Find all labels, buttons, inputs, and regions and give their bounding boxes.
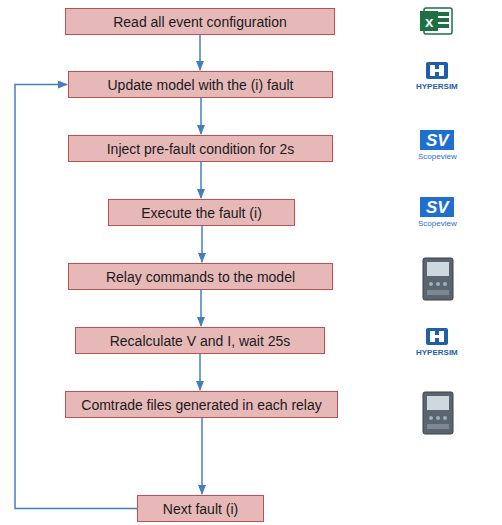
excel-letter: x [425,14,433,29]
flow-arrow [200,162,202,198]
excel-icon [420,8,452,34]
logo-text: Scopeview [418,153,457,161]
logo-text: Scopeview [418,220,457,228]
logo-text: SV [426,199,449,216]
box-text: Comtrade files generated in each relay [81,397,321,413]
hypersim-icon [426,328,448,345]
process-box: Update model with the (i) fault [68,71,333,98]
hypersim-icon [426,62,448,79]
flow-arrow [201,418,203,494]
flow-arrow [199,35,201,70]
box-text: Next fault (i) [163,501,238,517]
process-box: Comtrade files generated in each relay [65,391,338,418]
process-box: Read all event configuration [65,8,335,35]
box-text: Relay commands to the model [106,269,295,285]
flow-arrow [200,98,202,134]
box-text: Update model with the (i) fault [108,77,294,93]
logo-text: SV [426,132,449,149]
scopeview-icon [420,197,454,217]
box-text: Recalculate V and I, wait 25s [110,333,291,349]
process-box: Relay commands to the model [68,263,333,290]
process-box: Execute the fault (i) [108,199,295,226]
box-text: Execute the fault (i) [141,205,262,221]
flow-arrow [199,354,201,390]
relay-device [423,258,453,300]
process-box: Recalculate V and I, wait 25s [75,327,325,354]
scopeview-icon [420,130,454,150]
process-box: Inject pre-fault condition for 2s [68,135,333,162]
logo-text: HYPERSIM [416,83,458,91]
box-text: Read all event configuration [113,14,287,30]
relay-device [423,392,453,434]
flow-arrow [200,290,202,326]
flow-arrow [201,226,203,262]
logo-text: HYPERSIM [416,349,458,357]
process-box: Next fault (i) [137,495,264,522]
box-text: Inject pre-fault condition for 2s [107,141,295,157]
